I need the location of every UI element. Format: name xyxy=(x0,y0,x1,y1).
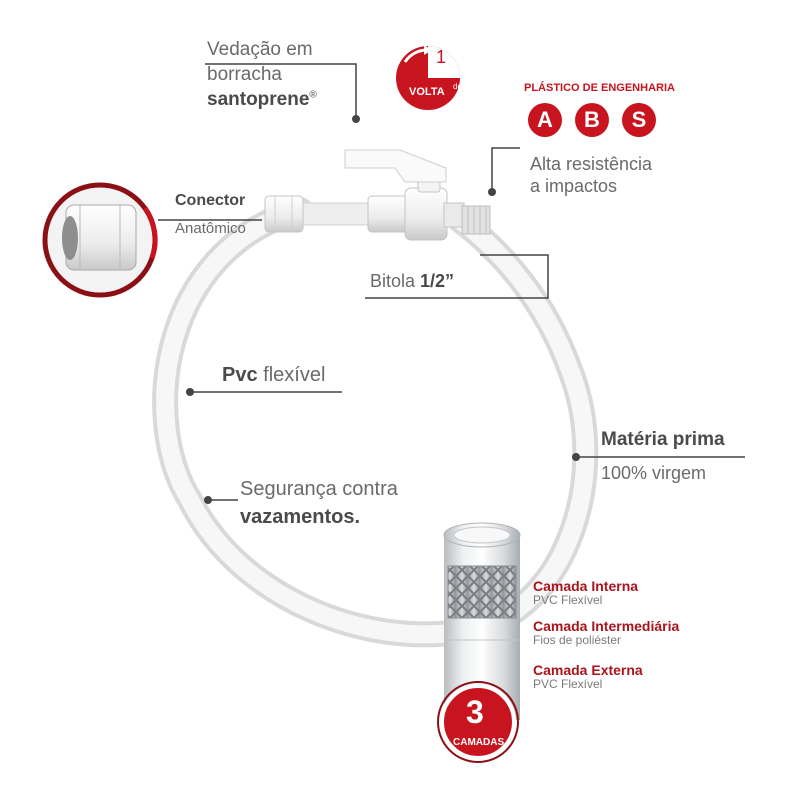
turn-fraction-top: 1 xyxy=(436,47,447,67)
seal-label-line2: borracha xyxy=(207,64,282,85)
layer-outer-subtitle: PVC Flexível xyxy=(533,677,603,691)
turn-fraction-bottom: 4 xyxy=(446,60,457,80)
seal-label-line1: Vedação em xyxy=(207,39,313,60)
abs-letter-b: B xyxy=(575,103,609,137)
valve xyxy=(344,149,491,241)
abs-letter-a: A xyxy=(528,103,562,137)
gauge-prefix: Bitola xyxy=(370,271,421,291)
leader-lines xyxy=(158,63,745,501)
hose-ring xyxy=(152,197,599,648)
layer-inner-subtitle: PVC Flexível xyxy=(533,593,603,607)
gauge-label: Bitola 1/2” xyxy=(370,271,454,292)
connector-nut xyxy=(264,195,304,233)
impact-line2: a impactos xyxy=(530,176,618,196)
pvc-label: Pvc flexível xyxy=(222,364,325,387)
layer-outer-title: Camada Externa xyxy=(533,662,643,678)
pvc-rest: flexível xyxy=(257,364,326,386)
connector-subtitle: Anatômico xyxy=(175,220,246,237)
layer-middle-subtitle: Fios de poliéster xyxy=(533,633,622,647)
layers-badge-number: 3 xyxy=(466,694,484,730)
pvc-bold: Pvc xyxy=(222,364,258,386)
turn-word: VOLTA xyxy=(409,86,445,98)
three-layers-badge xyxy=(437,681,519,763)
gauge-value: 1/2” xyxy=(420,271,455,291)
layers-badge-word: CAMADAS xyxy=(453,737,505,748)
seal-material-name: santoprene xyxy=(207,89,310,110)
connector-title: Conector xyxy=(175,192,246,209)
abs-letter-s: S xyxy=(622,103,656,137)
leader-dots xyxy=(186,115,580,504)
registered-mark: ® xyxy=(309,89,317,101)
seal-material: santoprene® xyxy=(207,89,317,111)
safety-line1: Segurança contra xyxy=(240,478,398,500)
abs-title: PLÁSTICO DE ENGENHARIA xyxy=(524,82,675,94)
quarter-turn-badge xyxy=(396,45,460,110)
layer-inner-title: Camada Interna xyxy=(533,578,639,594)
material-title: Matéria prima xyxy=(601,429,725,450)
material-subtitle: 100% virgem xyxy=(601,463,707,483)
connector-zoom-circle xyxy=(42,182,158,298)
turn-de: de xyxy=(453,82,462,91)
layer-middle-title: Camada Intermediária xyxy=(533,618,680,634)
impact-line1: Alta resistência xyxy=(530,154,653,174)
safety-line2: vazamentos. xyxy=(240,506,361,528)
